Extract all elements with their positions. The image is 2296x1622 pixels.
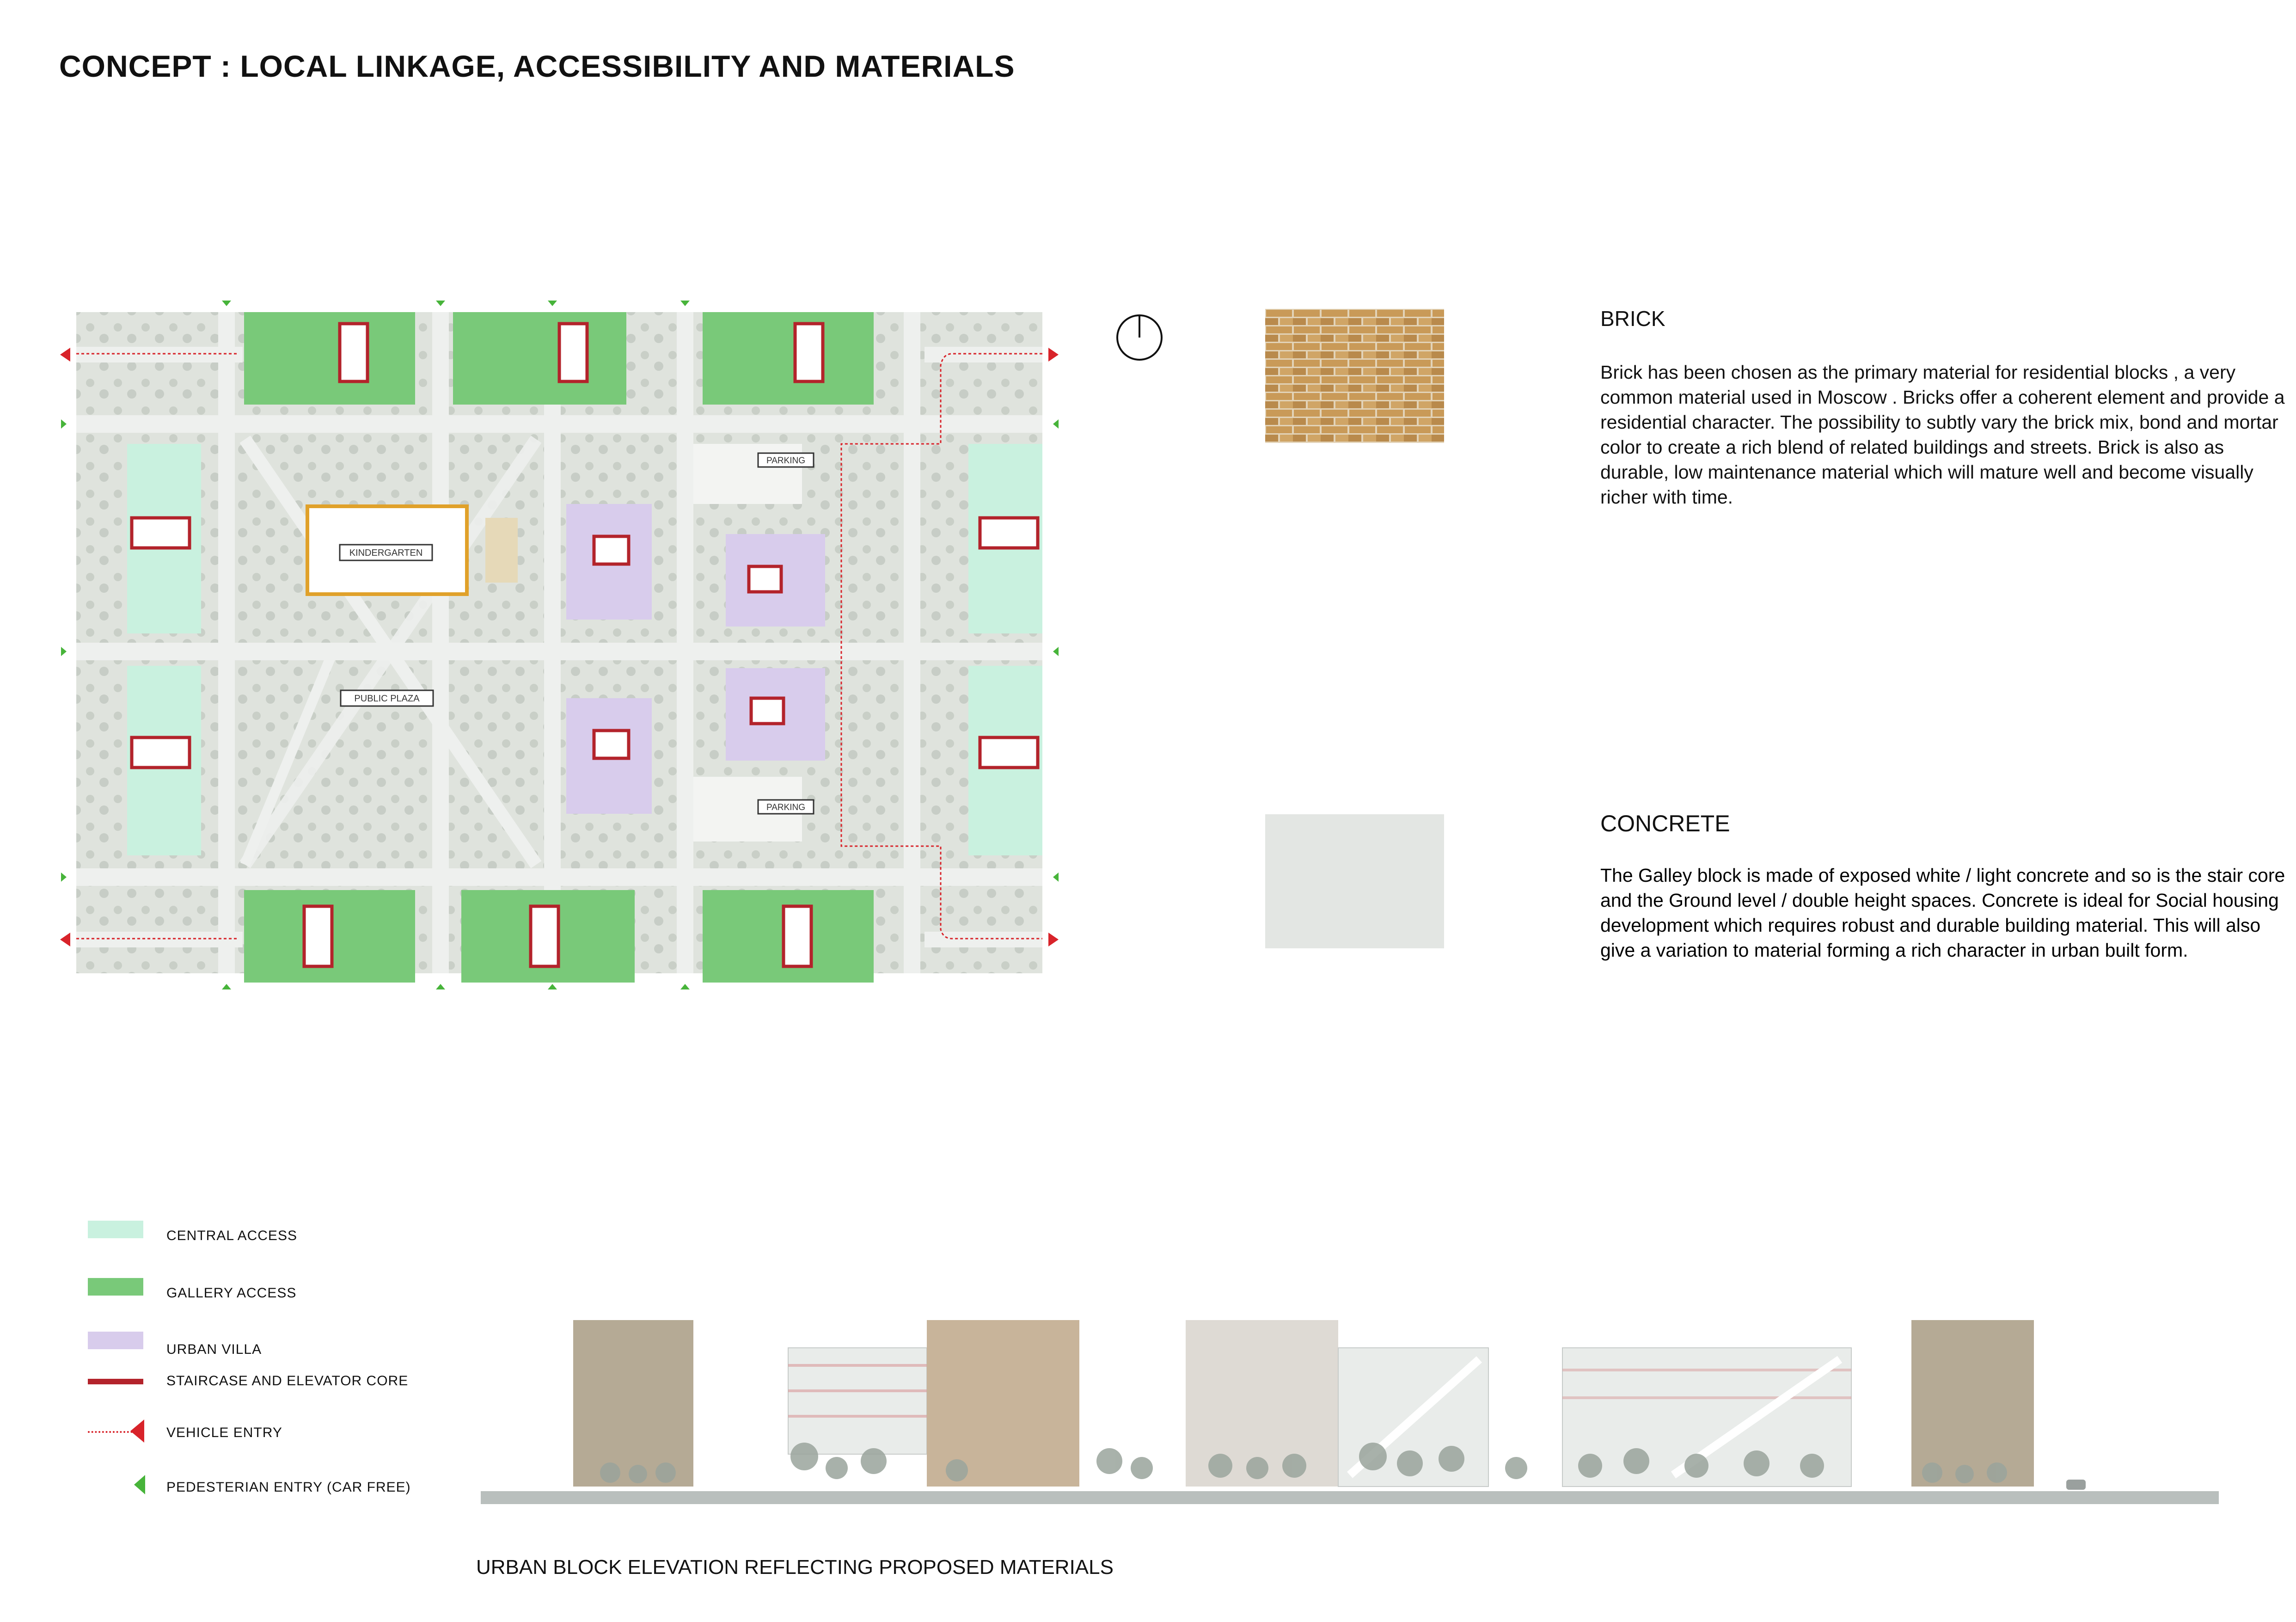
- elevation-ground: [481, 1491, 2219, 1504]
- north-arrow-icon: [1116, 314, 1163, 361]
- car-icon: [2066, 1480, 2086, 1490]
- road: [218, 312, 235, 973]
- pedestrian-entry-arrow: [61, 301, 1059, 989]
- vehicle-entry-arrow: [60, 348, 1059, 946]
- legend-label-pedestrian-entry: PEDESTERIAN ENTRY (CAR FREE): [166, 1480, 411, 1495]
- core-markers: [130, 322, 1040, 968]
- legend-label-central-access: CENTRAL ACCESS: [166, 1228, 297, 1243]
- pedestrian-entry-icon: [134, 1475, 145, 1494]
- legend-label-urban-villa: URBAN VILLA: [166, 1342, 262, 1357]
- road: [904, 312, 920, 973]
- galley-block: [788, 1347, 927, 1455]
- road: [76, 347, 243, 362]
- concrete-texture-swatch: [1265, 814, 1444, 948]
- road: [432, 312, 449, 973]
- site-plan: KINDERGARTEN PUBLIC PLAZA PARKING PARKIN…: [60, 301, 1059, 989]
- urban-block-elevation: [481, 1320, 2219, 1504]
- gallery-access-block: [453, 312, 626, 405]
- vehicle-route: [76, 353, 1042, 940]
- road: [925, 347, 1042, 362]
- elevation-caption: URBAN BLOCK ELEVATION REFLECTING PROPOSE…: [476, 1556, 1114, 1579]
- legend-swatch-central-access: [88, 1221, 143, 1238]
- road: [76, 932, 243, 947]
- elevation-trees: [600, 1443, 2007, 1483]
- gallery-access-block: [244, 312, 415, 405]
- brick-block: [927, 1320, 1079, 1487]
- legend-label-core: STAIRCASE AND ELEVATOR CORE: [166, 1373, 409, 1389]
- gallery-access-block: [703, 312, 874, 405]
- vehicle-entry-icon: [130, 1419, 144, 1443]
- kindergarten-label: KINDERGARTEN: [349, 548, 423, 558]
- brick-tower: [573, 1320, 693, 1487]
- brick-texture-swatch: [1265, 309, 1444, 443]
- playground: [485, 518, 518, 583]
- brick-title: BRICK: [1600, 307, 1665, 331]
- legend-label-gallery-access: GALLERY ACCESS: [166, 1285, 297, 1301]
- concrete-description: The Galley block is made of exposed whit…: [1600, 865, 2285, 961]
- legend: CENTRAL ACCESS GALLERY ACCESS URBAN VILL…: [88, 1221, 504, 1517]
- legend-swatch-vehicle-line: [88, 1431, 140, 1433]
- public-plaza-label: PUBLIC PLAZA: [354, 694, 420, 704]
- concrete-title: CONCRETE: [1600, 811, 1730, 836]
- road: [544, 312, 561, 973]
- legend-swatch-core: [88, 1379, 143, 1384]
- brick-tower: [1911, 1320, 2034, 1487]
- legend-swatch-gallery-access: [88, 1278, 143, 1296]
- legend-swatch-urban-villa: [88, 1332, 143, 1349]
- page-title: CONCEPT : LOCAL LINKAGE, ACCESSIBILITY A…: [59, 49, 1015, 83]
- brick-description: Brick has been chosen as the primary mat…: [1600, 362, 2285, 508]
- parking-label-bottom: PARKING: [766, 803, 805, 812]
- parking-label-top: PARKING: [766, 456, 805, 466]
- road: [925, 932, 1042, 947]
- road: [677, 312, 693, 973]
- kindergarten-label-box: [339, 544, 433, 561]
- public-plaza-label-box: [340, 689, 434, 707]
- legend-label-vehicle-entry: VEHICLE ENTRY: [166, 1425, 282, 1440]
